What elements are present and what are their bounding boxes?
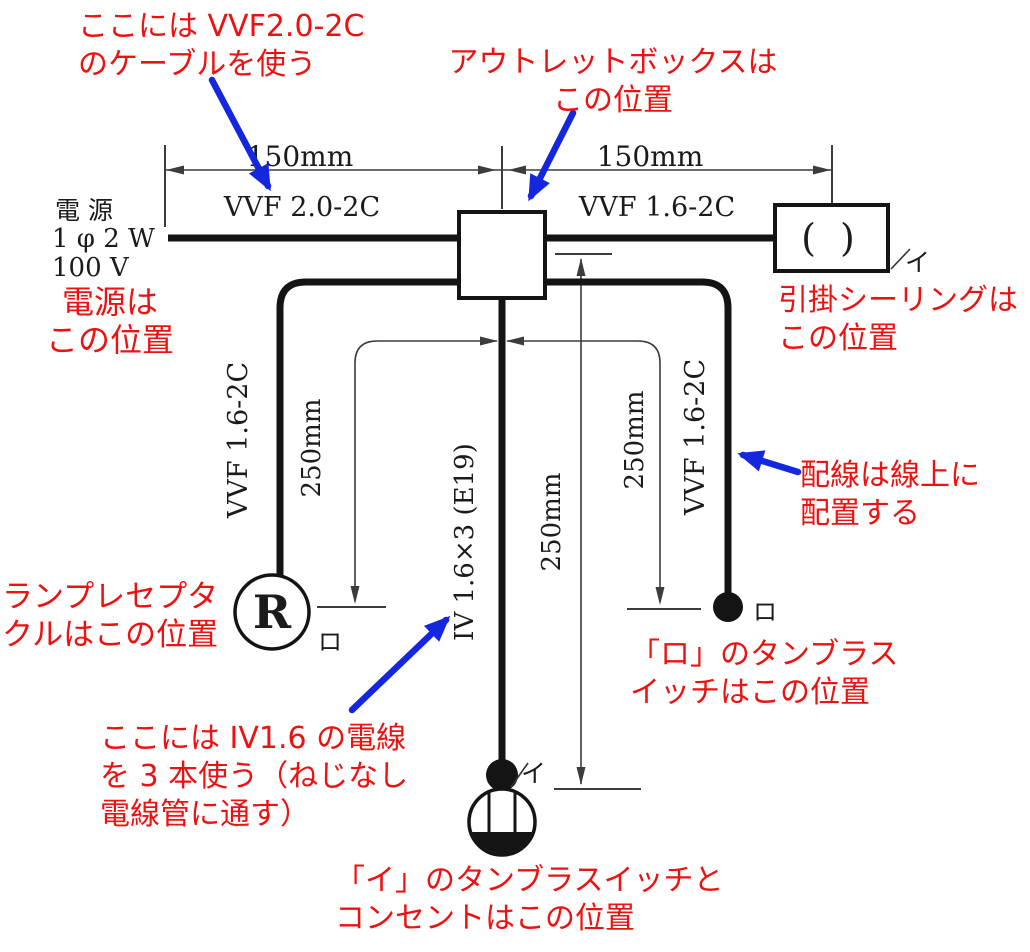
ceiling-light-box	[773, 203, 890, 273]
cable-vvf16-left-label: VVF 1.6-2C	[223, 362, 254, 519]
note-line: 引掛シーリングは	[778, 283, 1018, 318]
dim-250mm-center-label: 250mm	[537, 473, 567, 572]
id-lamp-label: ロ	[318, 628, 342, 656]
cable-vvf16-right-label: VVF 1.6-2C	[680, 359, 711, 516]
arrow-to-outlet-box	[527, 109, 577, 202]
note-line: イッチはこの位置	[630, 675, 870, 710]
cable-to-switch-ro	[545, 278, 732, 593]
dim-arrow	[655, 587, 665, 605]
note-line: 「ロ」のタンブラス	[630, 637, 899, 672]
cable-to-lamp	[276, 278, 459, 576]
id-switch-i-label: イ	[521, 759, 546, 788]
power-source-label-3: 100 V	[52, 253, 130, 283]
note-line: のケーブルを使う	[78, 47, 317, 82]
note-line: アウトレットボックスは	[448, 45, 778, 80]
note-iv-wire: ここには IV1.6 の電線 を 3 本使う（ねじなし 電線管に通す）	[100, 720, 408, 834]
power-source-label-1: 電 源	[55, 196, 113, 225]
dim-arrow	[813, 165, 831, 175]
leader-id-ceiling	[890, 248, 911, 270]
dim-250mm-right-label: 250mm	[620, 391, 650, 490]
note-line: クルはこの位置	[2, 617, 219, 653]
outlet-box-symbol	[457, 210, 547, 300]
cable-vvf16-top-label: VVF 1.6-2C	[578, 192, 735, 223]
note-lamp-position: ランプレセプタ クルはこの位置	[2, 578, 218, 654]
dim-150mm-right-label: 150mm	[597, 140, 704, 173]
arrow-to-vvf20-label	[208, 76, 272, 192]
note-line: この位置	[553, 83, 673, 118]
id-switch-ro-label: ロ	[753, 598, 777, 626]
dim-150mm-left-label: 150mm	[247, 140, 354, 173]
dim-arrow	[506, 336, 524, 346]
note-line: この位置	[45, 321, 174, 359]
dim-arrow	[166, 165, 184, 175]
note-line: 電源は	[61, 283, 158, 321]
note-line: 配置する	[800, 496, 920, 531]
note-line: ランプレセプタ	[2, 579, 219, 615]
lamp-receptacle-letter: R	[253, 585, 292, 639]
note-line: 電線管に通す）	[100, 797, 310, 832]
note-line: 配線は線上に	[800, 458, 980, 493]
switch-i-symbol	[486, 759, 518, 791]
note-switch-ro-position: 「ロ」のタンブラス イッチはこの位置	[630, 636, 899, 712]
note-line: ここには IV1.6 の電線	[100, 721, 407, 756]
leader-id-switch-i	[510, 762, 529, 788]
note-line: コンセントはこの位置	[335, 901, 635, 936]
note-line: 「イ」のタンブラスイッチと	[335, 863, 724, 898]
dim-arrow	[576, 258, 586, 276]
note-ceiling-position: 引掛シーリングは この位置	[778, 282, 1018, 358]
note-wiring-on-line: 配線は線上に 配置する	[800, 457, 980, 533]
id-ceiling-label: イ	[905, 248, 930, 277]
lamp-receptacle-symbol	[233, 573, 311, 651]
arrow-to-wiring-line	[737, 450, 802, 476]
note-switch-i-outlet-position: 「イ」のタンブラスイッチと コンセントはこの位置	[335, 862, 724, 938]
dim-arrow	[478, 165, 496, 175]
dim-arrow	[576, 767, 586, 785]
power-source-label-2: 1 φ 2 W	[52, 224, 155, 254]
note-outlet-box: アウトレットボックスは この位置	[428, 44, 798, 120]
conduit-iv-label: IV 1.6×3 (E19)	[450, 443, 480, 641]
dim-arrow	[508, 165, 526, 175]
dim-arrow	[350, 586, 360, 604]
switch-ro-symbol	[713, 592, 743, 622]
note-vvf20-cable: ここには VVF2.0-2C のケーブルを使う	[78, 8, 364, 84]
note-line: この位置	[778, 321, 898, 356]
cable-vvf20-label: VVF 2.0-2C	[223, 192, 380, 223]
note-line: を 3 本使う（ねじなし	[100, 759, 409, 794]
arrow-to-iv-conduit	[348, 615, 451, 714]
note-power-position: 電源は この位置	[30, 283, 190, 359]
ceiling-light-symbol: ( )	[801, 216, 861, 260]
dim-arrow	[480, 336, 498, 346]
dim-250mm-left-label: 250mm	[297, 399, 327, 498]
dimension-leader-right	[507, 340, 661, 602]
dimension-leader-left	[354, 340, 497, 601]
note-line: ここには VVF2.0-2C	[78, 9, 365, 44]
outlet-symbol-fill	[470, 832, 534, 854]
